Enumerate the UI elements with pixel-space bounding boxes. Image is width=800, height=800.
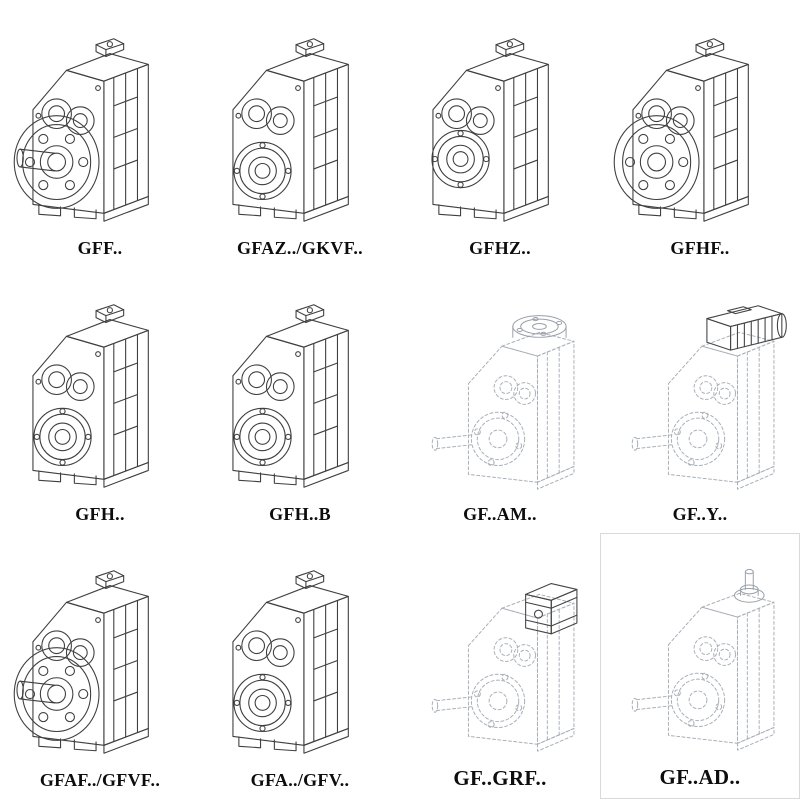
drawing-gfh-b [208,289,392,501]
drawing-gf-am [408,289,592,501]
hollow-bore [33,407,92,467]
model-label: GFH..B [269,504,331,524]
drawing-gfa-gfv [208,555,392,767]
input-shaft [734,569,765,603]
drawing-gfhf [608,23,792,235]
input-adapter [525,582,578,635]
model-label: GFHF.. [670,238,730,258]
model-label: GFH.. [75,504,125,524]
cell-gf-y: GF..Y.. [600,267,800,533]
gearbox-housing-phantom [631,592,775,751]
model-label: GF..Y.. [672,504,728,524]
hollow-bore [233,141,292,201]
gear-cover-bosses [41,364,95,401]
gear-cover-bosses [441,98,495,135]
gear-cover-bosses [241,364,295,401]
output-flange [13,115,100,209]
gearbox-housing-phantom [431,593,575,752]
model-label: GFHZ.. [469,238,531,258]
cell-gf-grf: GF..GRF.. [400,533,600,799]
output-flange [13,647,100,741]
output-flange [613,115,700,209]
model-label: GF..AM.. [463,504,537,524]
drawing-gfaz-gkvf [208,23,392,235]
motor-block [706,305,787,351]
drawing-gfhz [408,23,592,235]
gearbox-housing-phantom [631,331,775,490]
model-label: GF..AD.. [659,765,741,789]
hollow-bore [233,407,292,467]
model-label: GFF.. [77,238,123,258]
model-label: GFA../GFV.. [250,770,350,790]
motor-mounting-flange [512,315,567,338]
drawing-gf-grf [408,551,592,763]
model-label: GF..GRF.. [453,766,547,790]
cell-gfh-b: GFH..B [200,267,400,533]
drawing-gfaf-gfvf [8,555,192,767]
cell-gfh: GFH.. [0,267,200,533]
gear-cover-bosses [241,98,295,135]
gearbox-housing-phantom [431,331,575,490]
cell-gff: GFF.. [0,1,200,267]
model-label: GFAZ../GKVF.. [237,238,363,258]
gear-cover-bosses [241,630,295,667]
hollow-bore [431,129,490,189]
drawing-gff [8,23,192,235]
drawing-gfh [8,289,192,501]
cell-gfhz: GFHZ.. [400,1,600,267]
drawing-gf-ad [608,550,792,762]
cell-gf-am: GF..AM.. [400,267,600,533]
cell-gfaf-gfvf: GFAF../GFVF.. [0,533,200,799]
drawing-gf-y [608,289,792,501]
hollow-bore [233,673,292,733]
cell-gf-ad: GF..AD.. [600,533,800,799]
cell-gfaz-gkvf: GFAZ../GKVF.. [200,1,400,267]
cell-gfa-gfv: GFA../GFV.. [200,533,400,799]
cell-gfhf: GFHF.. [600,1,800,267]
model-label: GFAF../GFVF.. [39,770,161,790]
